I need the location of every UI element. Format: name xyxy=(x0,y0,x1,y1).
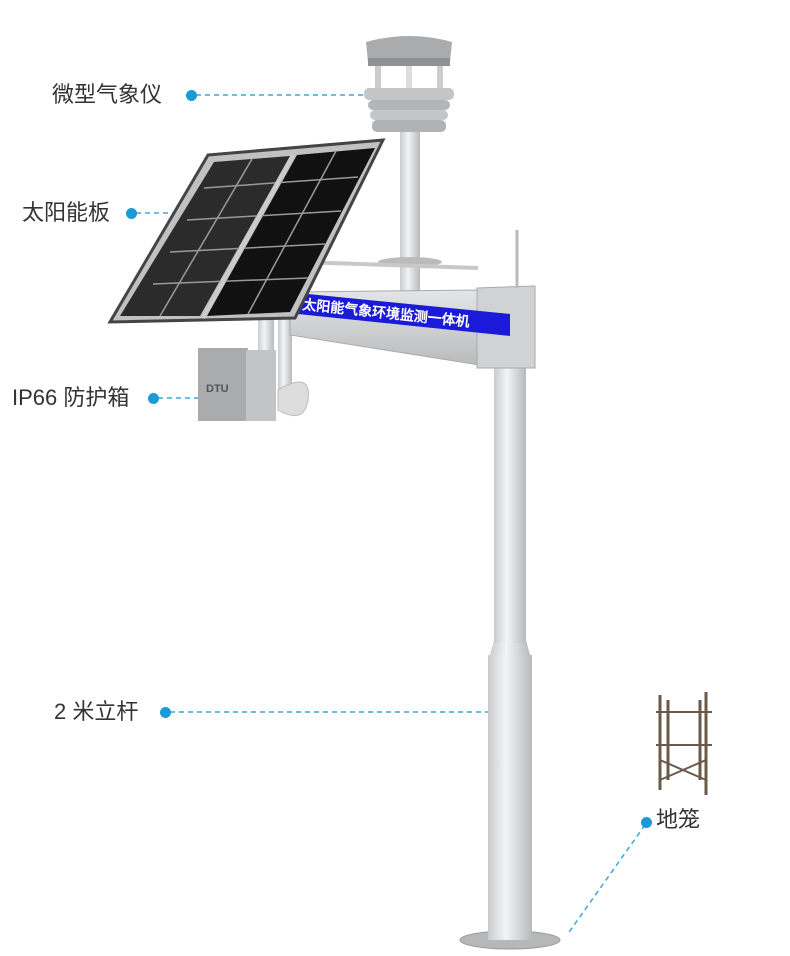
label-solar-panel: 太阳能板 xyxy=(22,200,111,225)
ground-cage-marker-dot xyxy=(641,817,652,828)
weather-station-marker-dot xyxy=(186,90,197,101)
label-protection-box: IP66 防护箱 xyxy=(12,385,130,410)
solar-panel xyxy=(107,138,386,324)
solar-panel-marker-dot xyxy=(126,208,137,219)
banner xyxy=(298,293,510,336)
cross-arm: 太阳能气象环境监测一体机 xyxy=(289,230,536,369)
mast xyxy=(400,130,420,300)
label-pole: 2 米立杆 xyxy=(54,699,139,724)
label-ground-cage: 地笼 xyxy=(656,807,701,832)
pole xyxy=(488,365,532,940)
ground-cage xyxy=(656,692,712,795)
leader-lines xyxy=(136,94,646,936)
label-weather-station: 微型气象仪 xyxy=(52,82,163,107)
protection-box-marker-dot xyxy=(148,393,159,404)
dtu-text: DTU xyxy=(206,383,229,395)
weather-station xyxy=(364,36,454,132)
dtu-box: DTU xyxy=(198,348,276,421)
pole-marker-dot xyxy=(160,707,171,718)
